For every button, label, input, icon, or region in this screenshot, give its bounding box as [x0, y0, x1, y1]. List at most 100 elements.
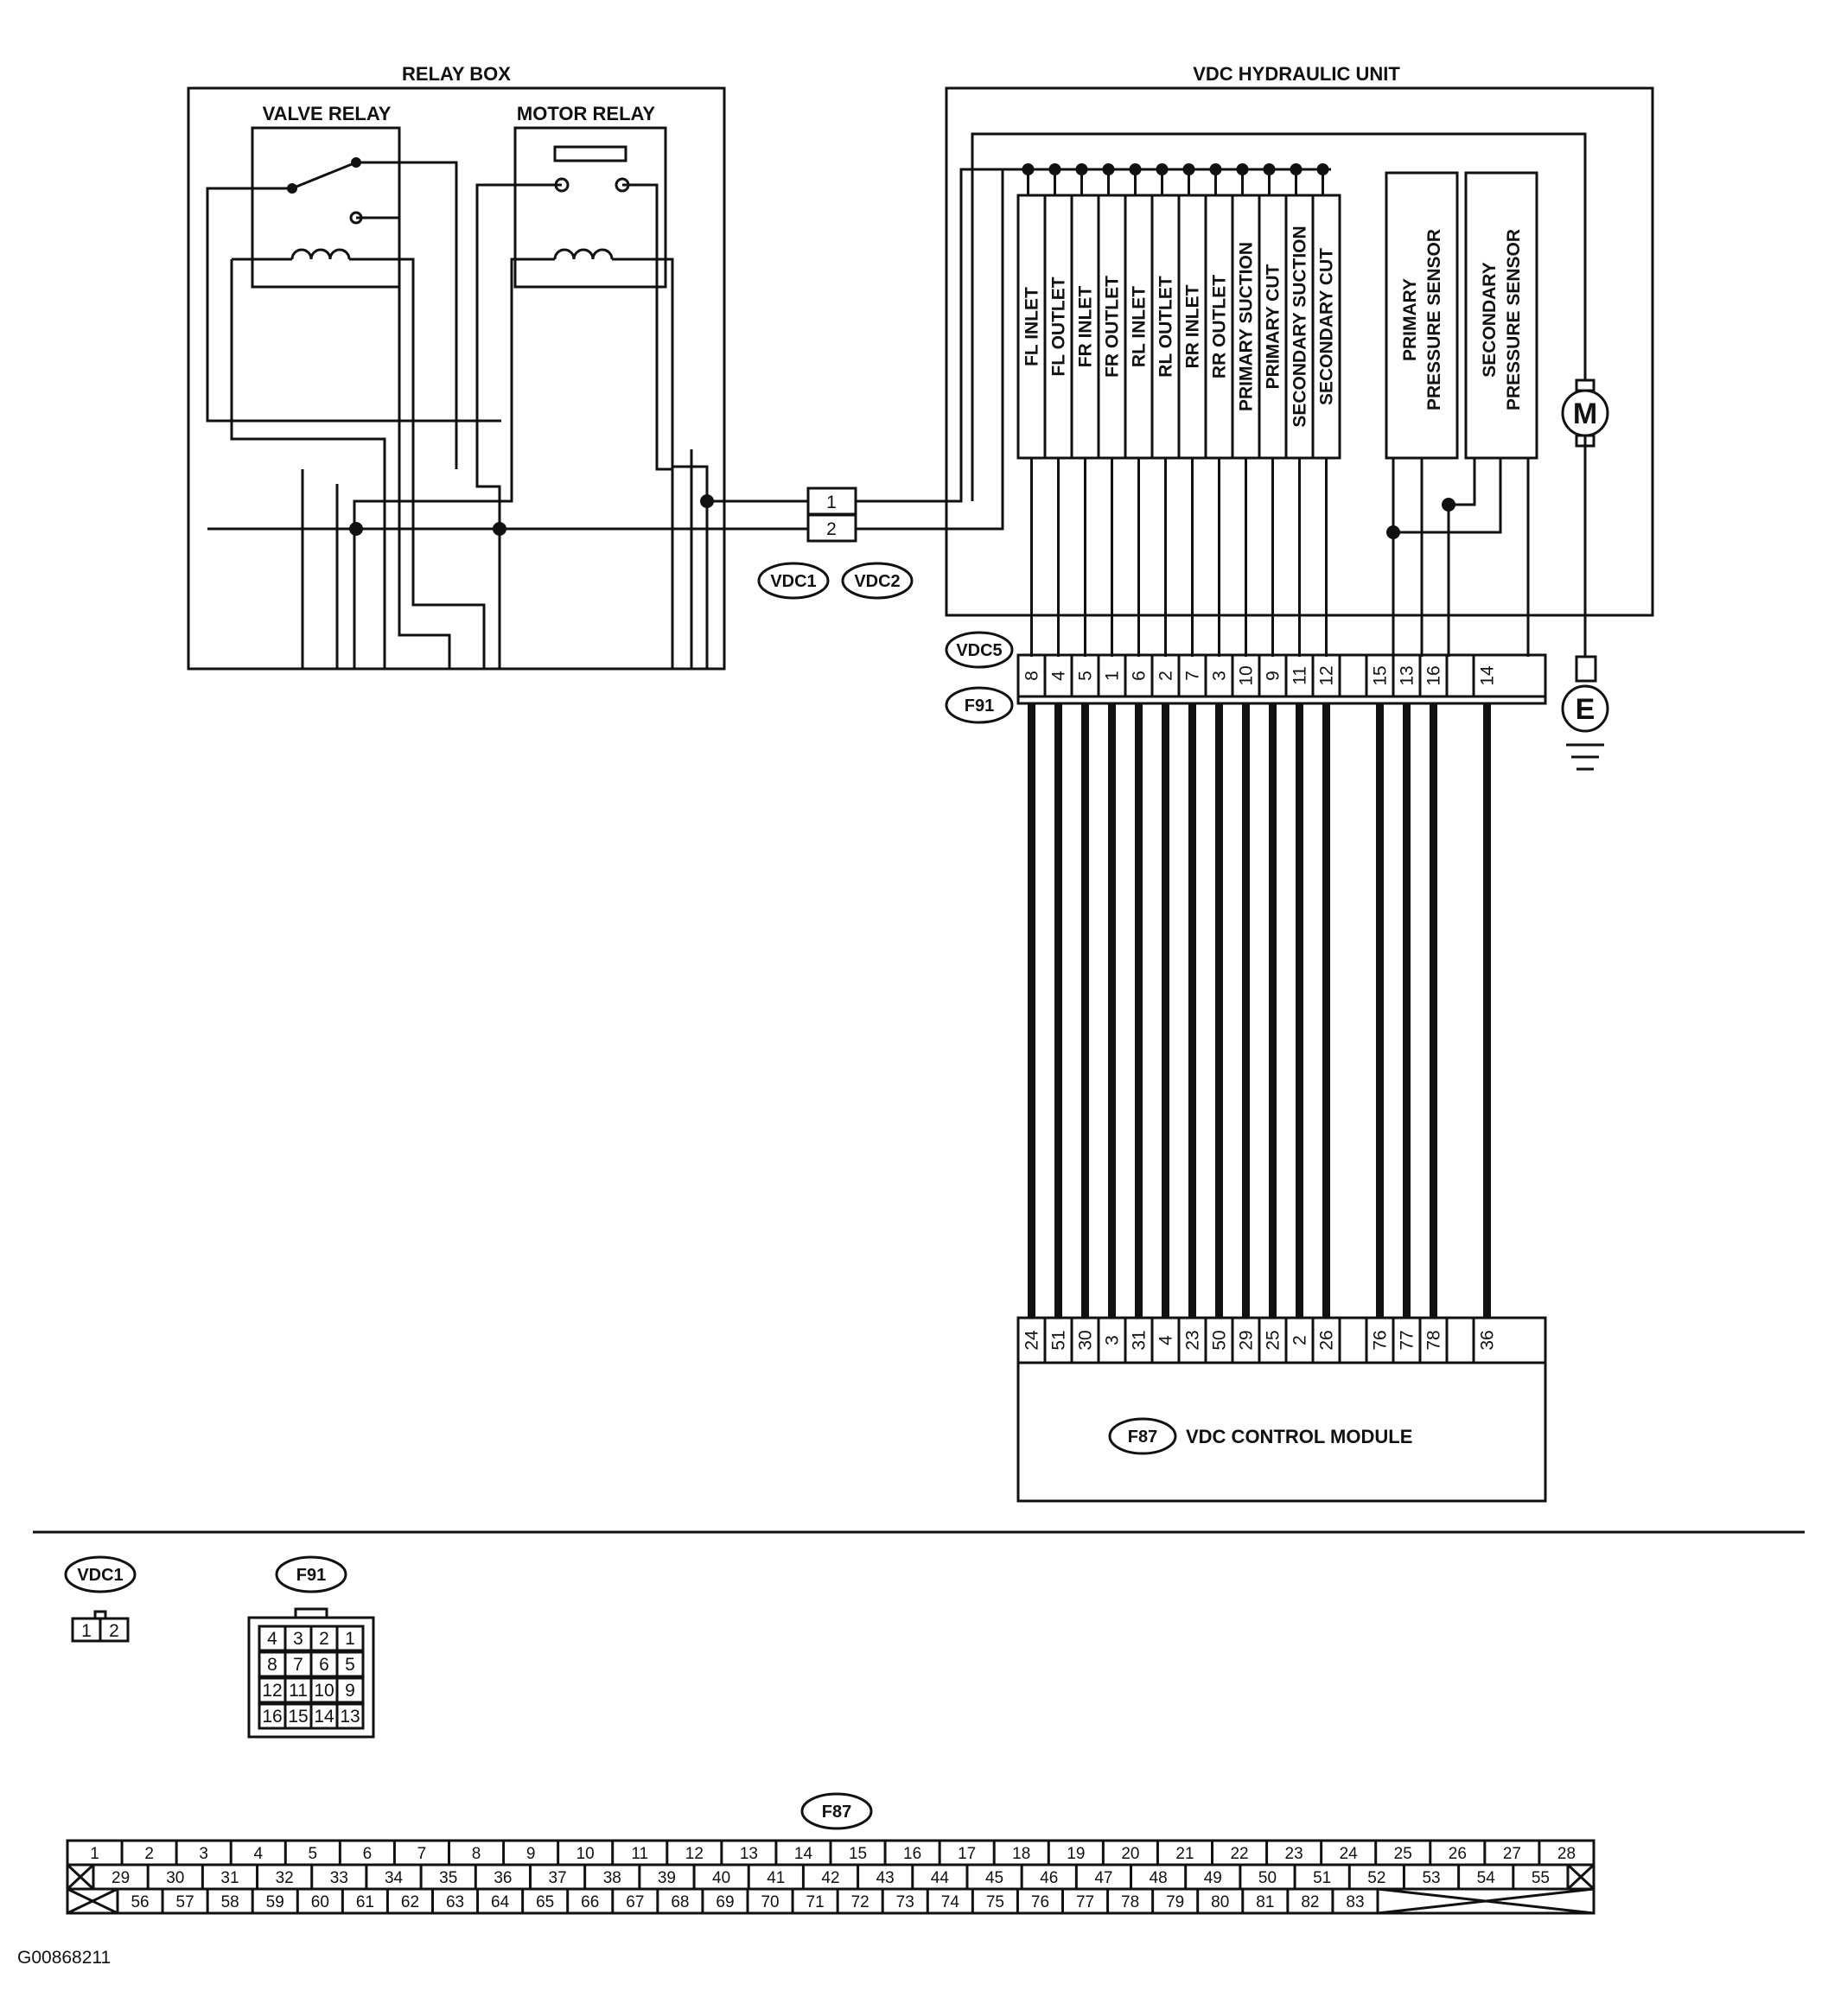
vdc5-pin: 11 — [1290, 666, 1310, 685]
f87-pin: 49 — [1204, 1869, 1222, 1887]
primary-sensor-line1: PRIMARY — [1400, 278, 1420, 361]
f91-pin: 6 — [319, 1655, 329, 1675]
f87-pin: 39 — [658, 1869, 676, 1887]
f87-pin: 29 — [111, 1869, 130, 1887]
vdc5-pin: 14 — [1478, 665, 1498, 686]
ground-icon — [1561, 684, 1609, 733]
f87-pin: 2 — [144, 1845, 154, 1863]
f87-pin: 12 — [685, 1845, 704, 1863]
f87-pin: 41 — [767, 1869, 785, 1887]
relay-box-title: RELAY BOX — [402, 63, 511, 85]
f87-pin: 66 — [581, 1893, 599, 1911]
vdc1-label: VDC1 — [770, 572, 816, 591]
f87-pin: 17 — [958, 1845, 976, 1863]
f87-pin: 54 — [1477, 1869, 1496, 1887]
secondary-sensor-line1: SECONDARY — [1480, 262, 1500, 377]
f91-pin-cell — [335, 1702, 365, 1730]
f87-pin: 62 — [401, 1893, 419, 1911]
motor-relay: MOTOR RELAY — [513, 103, 667, 289]
f87-pin: 31 — [220, 1869, 239, 1887]
secondary-sensor-line2: PRESSURE SENSOR — [1504, 229, 1524, 410]
solenoid-label: RL OUTLET — [1156, 276, 1176, 378]
f87-pin: 58 — [221, 1893, 239, 1911]
f87-pin: 30 — [1076, 1330, 1096, 1350]
f87-pin: 77 — [1076, 1893, 1094, 1911]
f87-pin: 50 — [1210, 1330, 1230, 1350]
f87-pin: 25 — [1394, 1845, 1412, 1863]
f87-pin: 8 — [472, 1845, 481, 1863]
f87-pin: 23 — [1285, 1845, 1303, 1863]
solenoid-label: PRIMARY CUT — [1264, 264, 1283, 389]
view-vdc1-pin-1: 1 — [81, 1621, 92, 1641]
f87-pin: 27 — [1503, 1845, 1521, 1863]
f87-pin: 72 — [851, 1893, 869, 1911]
f91-pin: 7 — [293, 1655, 303, 1675]
f87-pin: 47 — [1094, 1869, 1112, 1887]
solenoid-label: RL INLET — [1130, 286, 1150, 367]
solenoid-label: SECONDARY CUT — [1317, 248, 1337, 405]
vdc5-pin: 4 — [1049, 671, 1069, 681]
f87-pin: 43 — [876, 1869, 895, 1887]
f91-pin: 9 — [345, 1681, 355, 1701]
f87-pin: 53 — [1422, 1869, 1440, 1887]
f87-pin: 4 — [253, 1845, 263, 1863]
f87-pin: 80 — [1211, 1893, 1229, 1911]
f87-pin: 6 — [363, 1845, 373, 1863]
f87-pin: 82 — [1301, 1893, 1319, 1911]
f87-pin: 23 — [1183, 1330, 1203, 1350]
f91-pin-cell — [335, 1650, 365, 1678]
f91-pin: 5 — [345, 1655, 355, 1675]
hydraulic-unit-title: VDC HYDRAULIC UNIT — [1193, 63, 1400, 85]
f87-pin: 83 — [1346, 1893, 1364, 1911]
f87-pin: 11 — [631, 1845, 648, 1863]
f91-pin: 3 — [293, 1629, 303, 1649]
f87-pin: 16 — [903, 1845, 921, 1863]
f87-pin: 36 — [1478, 1330, 1498, 1350]
f91-pin: 12 — [262, 1681, 282, 1701]
vdc5-pin: 10 — [1237, 665, 1257, 685]
f91-pin: 10 — [314, 1681, 334, 1701]
vdc5-pin: 8 — [1022, 671, 1042, 681]
f87-pin: 20 — [1121, 1845, 1139, 1863]
f87-pin: 24 — [1340, 1845, 1359, 1863]
primary-pressure-sensor: PRIMARY PRESSURE SENSOR — [1385, 171, 1459, 460]
connector-view-vdc1: VDC1 1 2 — [64, 1555, 137, 1643]
vdc5-pin: 6 — [1130, 671, 1150, 681]
f87-pin: 26 — [1317, 1330, 1337, 1350]
solenoid-label: SECONDARY SUCTION — [1290, 226, 1310, 427]
inline-pin-1: 1 — [826, 493, 837, 512]
f87-pin: 59 — [266, 1893, 284, 1911]
view-f91-label: F91 — [296, 1566, 326, 1585]
figure-id: G00868211 — [17, 1948, 111, 1968]
f87-pin: 42 — [821, 1869, 839, 1887]
solenoid-label: FL INLET — [1022, 287, 1042, 366]
valve-relay: VALVE RELAY — [232, 103, 401, 289]
vdc5-pin: 12 — [1317, 665, 1337, 685]
f87-pin: 81 — [1256, 1893, 1274, 1911]
ground-symbol: E — [1576, 693, 1596, 726]
inline-pin-2: 2 — [826, 519, 837, 539]
f87-pin: 55 — [1532, 1869, 1550, 1887]
f87-pin: 65 — [536, 1893, 554, 1911]
vdc5-pin: 3 — [1210, 671, 1230, 681]
f87-pin: 45 — [985, 1869, 1003, 1887]
f87-pin: 3 — [1103, 1335, 1123, 1345]
f87-blank-cell — [66, 1863, 95, 1891]
f91-pin: 11 — [289, 1681, 308, 1701]
f87-pin: 44 — [931, 1869, 950, 1887]
f87-pin: 51 — [1313, 1869, 1331, 1887]
f87-pin: 71 — [806, 1893, 825, 1911]
f91-pin-cell — [335, 1625, 365, 1652]
f87-pin: 76 — [1031, 1893, 1049, 1911]
f87-pin: 21 — [1175, 1845, 1194, 1863]
solenoid-label: FR INLET — [1076, 286, 1096, 368]
solenoid-label: FR OUTLET — [1103, 276, 1123, 378]
f87-pin: 35 — [439, 1869, 457, 1887]
harness — [1028, 703, 1491, 1318]
f87-pin: 18 — [1012, 1845, 1030, 1863]
